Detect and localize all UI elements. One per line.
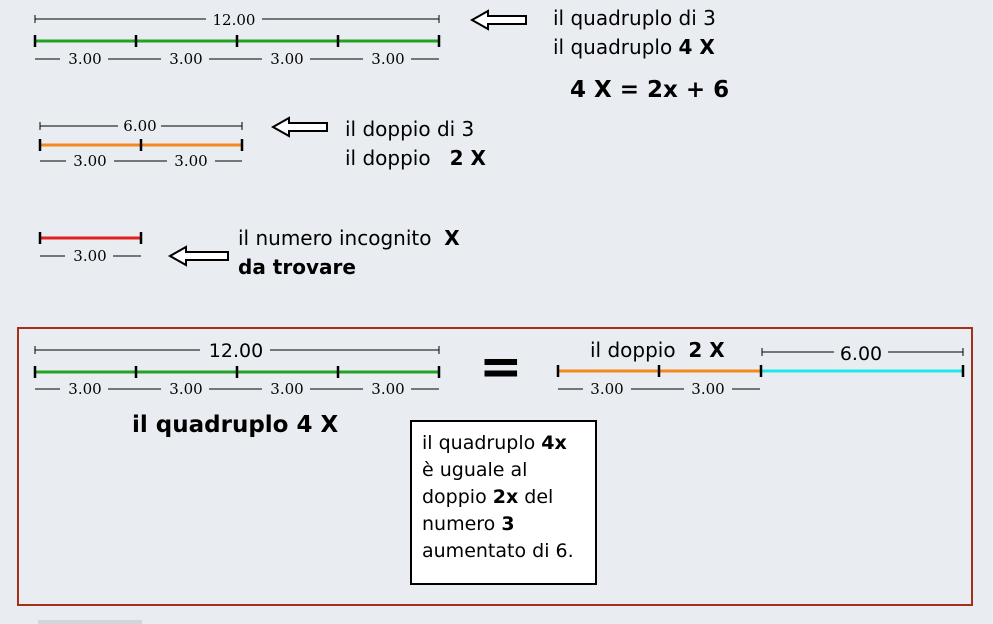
arrow-left-icon [270, 116, 328, 138]
total-dimension-label: 12.00 [209, 340, 263, 362]
right-title-bold: 2 X [688, 338, 725, 362]
arrow-left-icon [469, 9, 527, 31]
segment-label: 3.00 [174, 152, 207, 170]
segment-label: 3.00 [371, 380, 404, 398]
segment-label: 3.00 [590, 380, 623, 398]
segment-label: 3.00 [73, 247, 106, 265]
extra-dimension-label: 6.00 [840, 343, 882, 365]
bottom-edge-element [38, 620, 142, 624]
double-diagram: 6.00 3.00 3.00 [38, 117, 244, 170]
segment-label: 3.00 [73, 152, 106, 170]
comparison-left-diagram: 12.00 3.00 3.00 3.00 3.00 [33, 340, 441, 398]
unknown-diagram: 3.00 [38, 232, 143, 265]
explanation-note: il quadruplo 4x è uguale al doppio 2x de… [410, 420, 597, 585]
segment-label: 3.00 [169, 380, 202, 398]
comparison-right-diagram: 6.00 3.00 3.00 [556, 343, 965, 398]
segment-label: 3.00 [68, 50, 101, 68]
double-text-prefix: il doppio [345, 146, 437, 170]
note-line4: numero 3 [422, 513, 515, 535]
note-line5: aumentato di 6. [422, 540, 574, 562]
double-text-line2: il doppio 2 X [345, 145, 486, 171]
quadruple-diagram: 12.00 3.00 3.00 3.00 3.00 [33, 11, 441, 68]
equals-sign: = [479, 337, 523, 397]
segment-label: 3.00 [270, 50, 303, 68]
unknown-text-line2: da trovare [238, 255, 356, 279]
quadruple-text-bold: 4 X [678, 35, 715, 59]
total-dimension-label: 12.00 [213, 11, 256, 29]
double-text-line1: il doppio di 3 [345, 117, 475, 141]
comparison-frame [17, 327, 973, 606]
segment-label: 3.00 [270, 380, 303, 398]
unknown-text-prefix: il numero incognito [238, 226, 438, 250]
quadruple-text-prefix: il quadruplo [553, 35, 679, 59]
equation-text: 4 X = 2x + 6 [570, 77, 730, 103]
unknown-text-line1: il numero incognito X [238, 225, 460, 251]
note-line3: doppio 2x del [422, 486, 554, 508]
right-title-prefix: il doppio [590, 338, 682, 362]
segment-label: 3.00 [169, 50, 202, 68]
note-line2: è uguale al [422, 459, 528, 481]
right-title: il doppio 2 X [590, 337, 725, 363]
quadruple-text-line1: il quadruplo di 3 [553, 6, 716, 30]
arrow-left-icon [167, 245, 229, 267]
segment-label: 3.00 [691, 380, 724, 398]
segment-label: 3.00 [371, 50, 404, 68]
quadruple-text-line2: il quadruplo 4 X [553, 34, 715, 60]
left-caption: il quadruplo 4 X [132, 412, 339, 438]
double-text-bold: 2 X [449, 146, 486, 170]
total-dimension-label: 6.00 [123, 117, 156, 135]
unknown-text-bold: X [444, 226, 460, 250]
segment-label: 3.00 [68, 380, 101, 398]
note-line1: il quadruplo 4x [422, 432, 567, 454]
